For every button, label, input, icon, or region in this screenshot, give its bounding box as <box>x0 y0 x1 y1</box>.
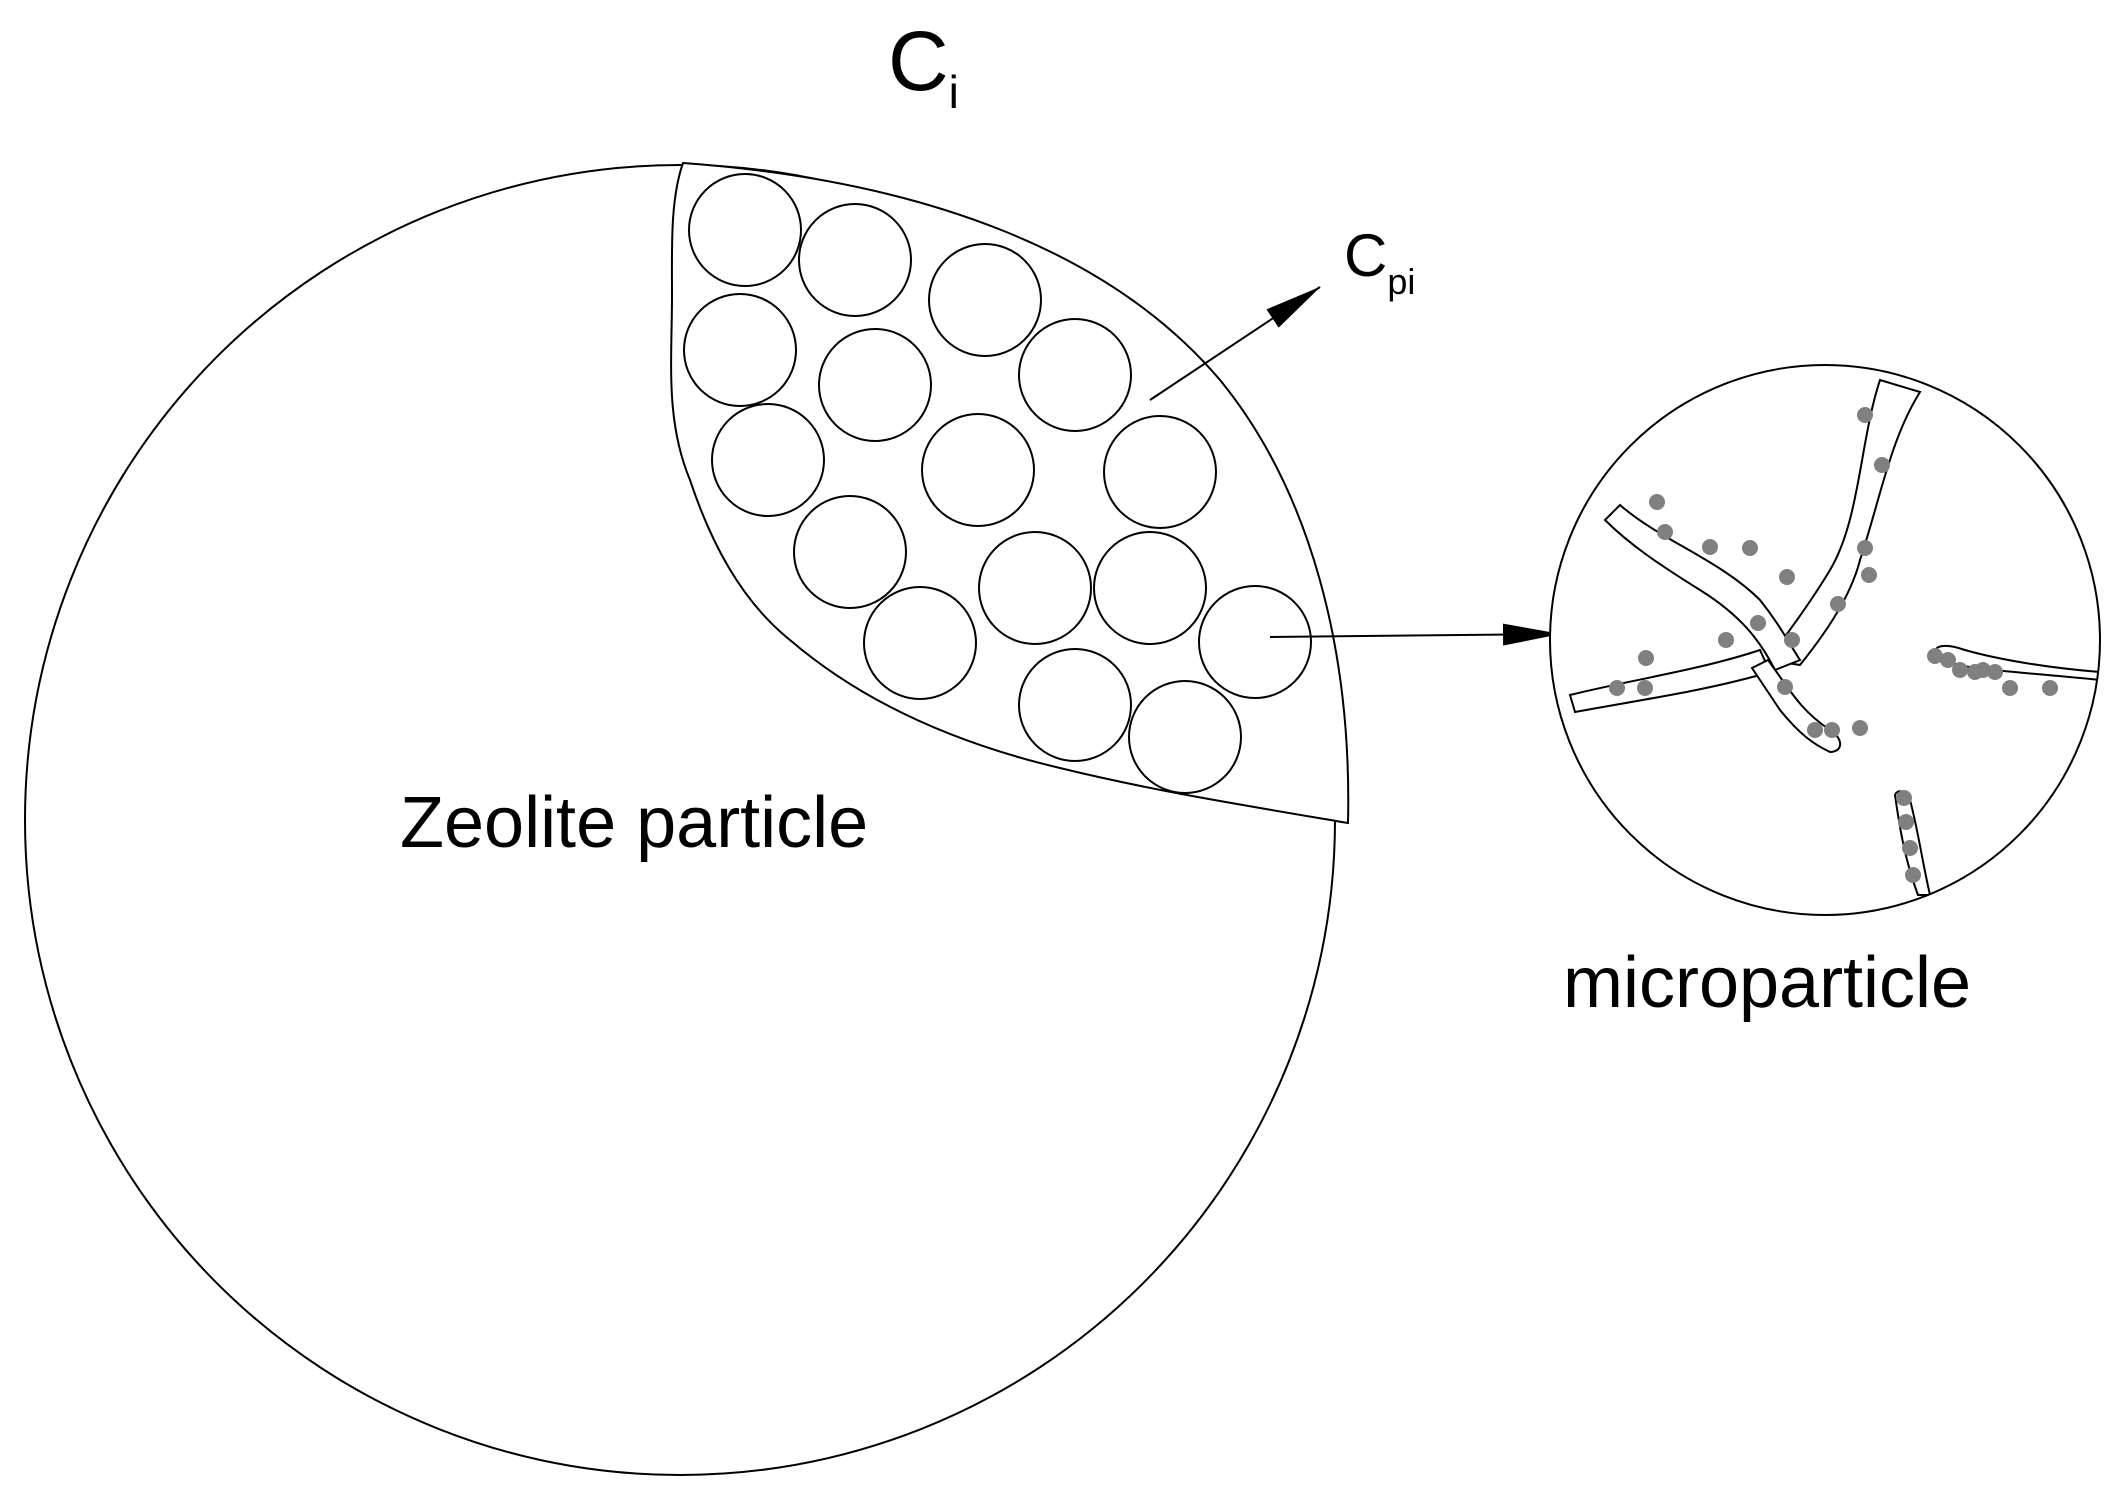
adsorbate-dot <box>1896 790 1912 806</box>
zeolite-particle-label: Zeolite particle <box>400 783 868 863</box>
grain-circle <box>1093 531 1207 645</box>
bulk-concentration-label: Ci <box>888 14 959 118</box>
grain-circle <box>921 413 1035 527</box>
zeolite-particle <box>24 161 1350 1476</box>
adsorbate-dot <box>1905 867 1921 883</box>
adsorbate-dot <box>1824 722 1840 738</box>
zoom-arrow <box>1269 623 1561 646</box>
adsorbate-dot <box>1874 457 1890 473</box>
grain-circle <box>978 531 1092 645</box>
adsorbate-dot <box>1852 720 1868 736</box>
adsorbate-dot <box>1777 679 1793 695</box>
adsorbate-dot <box>1609 680 1625 696</box>
adsorbed-molecules <box>1609 407 2058 883</box>
pore-concentration-label: Cpi <box>1344 222 1415 302</box>
grain-circle <box>798 203 912 317</box>
adsorbate-dot <box>1861 567 1877 583</box>
adsorbate-dot <box>1940 652 1956 668</box>
adsorbate-dot <box>1637 680 1653 696</box>
microparticle-outline <box>1549 364 2101 916</box>
adsorbate-dot <box>1857 407 1873 423</box>
adsorbate-dot <box>1927 648 1943 664</box>
pore-concentration-arrow <box>1149 286 1321 401</box>
grain-circle <box>928 243 1042 357</box>
adsorbate-dot <box>1807 722 1823 738</box>
adsorbate-dot <box>1742 540 1758 556</box>
adsorbate-dot <box>2042 680 2058 696</box>
adsorbate-dot <box>1987 664 2003 680</box>
adsorbate-dot <box>1902 840 1918 856</box>
grain-circle <box>1128 680 1242 794</box>
grain-circle <box>1103 415 1217 529</box>
grain-circle <box>683 293 797 407</box>
grain-circle <box>688 173 802 287</box>
packed-microparticles <box>683 173 1312 794</box>
adsorbate-dot <box>1657 524 1673 540</box>
pore-channel-top <box>1768 378 1922 667</box>
grain-circle <box>1018 318 1132 432</box>
grain-circle <box>1018 648 1132 762</box>
grain-circle <box>793 495 907 609</box>
grain-circle <box>863 586 977 700</box>
adsorbate-dot <box>1952 662 1968 678</box>
pore-channel-left-upper <box>1603 503 1802 672</box>
adsorbate-dot <box>1857 540 1873 556</box>
adsorbate-dot <box>1718 632 1734 648</box>
adsorbate-dot <box>2002 680 2018 696</box>
adsorbate-dot <box>1830 596 1846 612</box>
microparticle-detail <box>1549 364 2101 916</box>
adsorbate-dot <box>1638 650 1654 666</box>
adsorbate-dot <box>1649 494 1665 510</box>
grain-circle <box>1198 585 1312 699</box>
grain-circle <box>818 328 932 442</box>
adsorbate-dot <box>1702 539 1718 555</box>
microparticle-label: microparticle <box>1563 943 1971 1023</box>
adsorbate-dot <box>1784 632 1800 648</box>
adsorbate-dot <box>1779 569 1795 585</box>
adsorbate-dot <box>1975 662 1991 678</box>
adsorbate-dot <box>1898 814 1914 830</box>
grain-circle <box>711 403 825 517</box>
adsorbate-dot <box>1750 615 1766 631</box>
